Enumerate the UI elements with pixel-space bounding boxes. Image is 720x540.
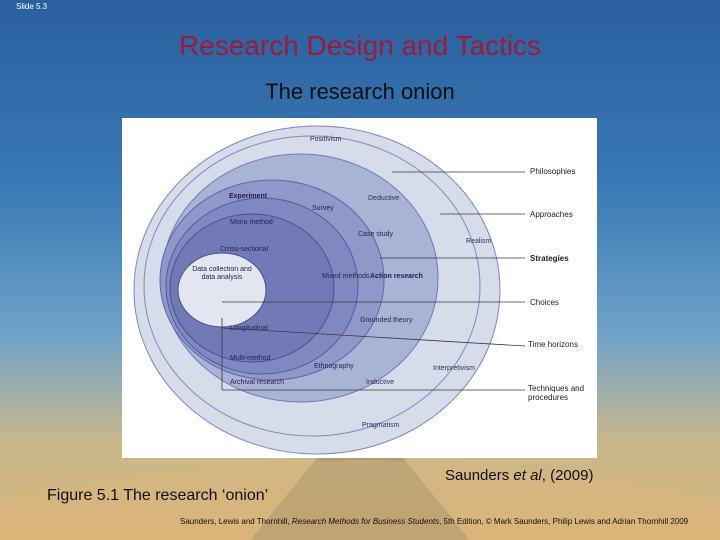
footer-book: Research Methods for Business Students bbox=[291, 517, 440, 526]
label-case-study: Case study bbox=[358, 231, 394, 238]
label-action-research: Action research bbox=[370, 273, 423, 280]
slide-footer: Saunders, Lewis and Thornhill, Research … bbox=[180, 517, 688, 526]
layer-time-horizons-box: Time horizons bbox=[528, 340, 578, 349]
label-ethnography: Ethnography bbox=[314, 363, 354, 370]
citation-etal: et al bbox=[513, 467, 542, 484]
label-cross-sectional: Cross-sectional bbox=[220, 246, 269, 253]
label-data-collection: Data collection and data analysis bbox=[192, 266, 252, 281]
label-archival-research: Archival research bbox=[230, 379, 284, 386]
label-realism: Realism bbox=[466, 238, 491, 245]
slide-number: Slide 5.3 bbox=[16, 2, 48, 11]
figure-caption: Figure 5.1 The research ‘onion’ bbox=[47, 487, 269, 504]
layer-time-horizons: Time horizons bbox=[528, 340, 578, 349]
label-positivism: Positivism bbox=[310, 136, 342, 143]
layer-philosophies: Philosophies bbox=[530, 167, 575, 176]
citation-author: Saunders bbox=[445, 467, 510, 484]
slide-title: Research Design and Tactics bbox=[178, 30, 542, 61]
label-longitudinal: Longitudinal bbox=[230, 325, 268, 332]
label-interpretivism: Interpretivism bbox=[433, 365, 475, 372]
layer-techniques-box: Techniques and procedures bbox=[528, 384, 585, 402]
layer-strategies: Strategies bbox=[530, 254, 569, 263]
label-deductive: Deductive bbox=[368, 195, 399, 202]
footer-rest: , 5th Edition, © Mark Saunders, Philip L… bbox=[439, 517, 689, 526]
leader-lines bbox=[221, 171, 526, 391]
slide-subtitle: The research onion bbox=[265, 79, 455, 104]
footer-authors: Saunders, Lewis and Thornhill, bbox=[180, 517, 292, 526]
citation: Saunders et al, (2009) bbox=[445, 467, 593, 484]
core-label-box: Data collection and data analysis bbox=[192, 266, 252, 281]
layer-techniques: Techniques and procedures bbox=[528, 384, 585, 402]
layer-choices: Choices bbox=[530, 298, 559, 307]
label-experiment: Experiment bbox=[229, 193, 268, 200]
label-survey: Survey bbox=[312, 205, 334, 212]
label-pragmatism: Pragmatism bbox=[362, 422, 400, 429]
diagram-panel: Positivism Deductive Realism Interpretiv… bbox=[122, 118, 597, 458]
citation-year: , (2009) bbox=[541, 467, 594, 484]
label-multi-method: Multi-method bbox=[230, 355, 271, 362]
label-mono-method: Mono method bbox=[230, 219, 273, 226]
label-inductive: Inductive bbox=[366, 379, 394, 386]
label-mixed-methods: Mixed methods bbox=[322, 273, 370, 280]
layer-approaches: Approaches bbox=[530, 210, 573, 219]
research-onion-diagram: Positivism Deductive Realism Interpretiv… bbox=[133, 125, 585, 455]
label-grounded-theory: Grounded theory bbox=[360, 317, 413, 324]
